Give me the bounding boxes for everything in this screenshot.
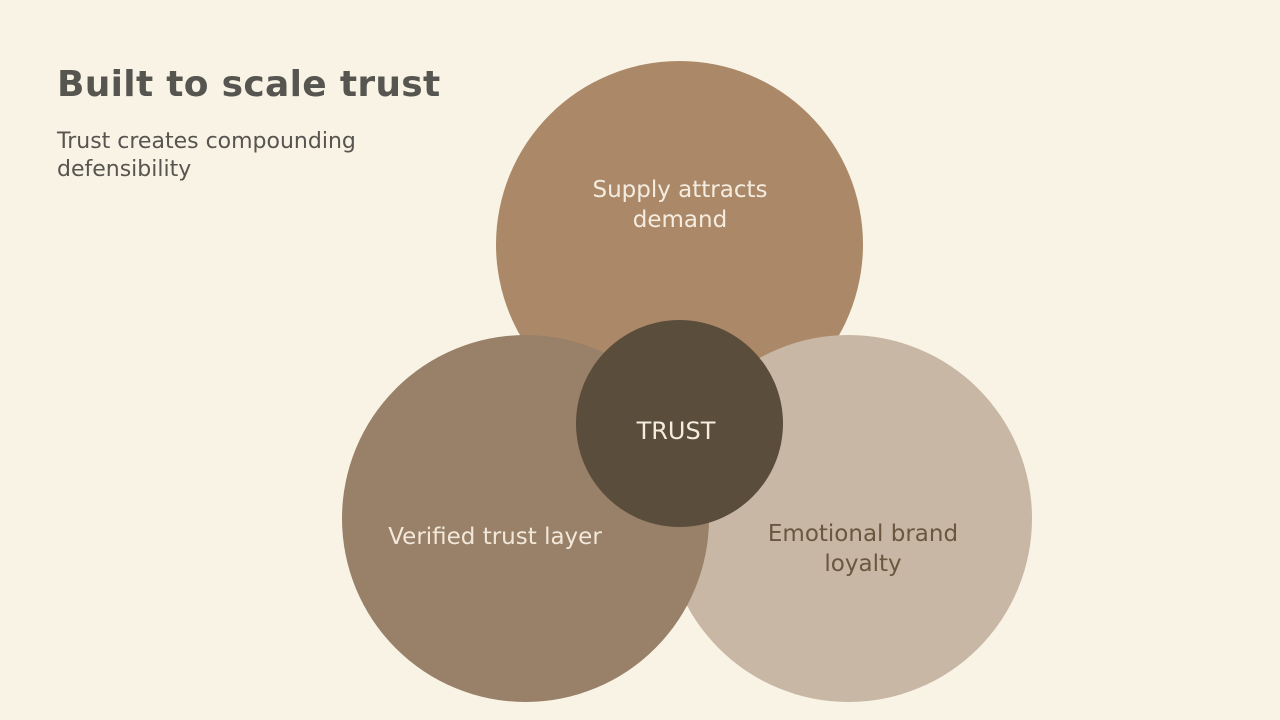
circle-trust-center [576,320,783,527]
slide-title: Built to scale trust [57,64,441,105]
label-emotional-brand-loyalty: Emotional brand loyalty [767,521,959,577]
label-trust: TRUST [636,417,716,445]
label-supply-attracts-demand: Supply attracts demand [592,177,768,233]
label-verified-trust-layer: Verified trust layer [388,524,602,550]
slide-subtitle: Trust creates compounding defensibility [57,129,356,182]
